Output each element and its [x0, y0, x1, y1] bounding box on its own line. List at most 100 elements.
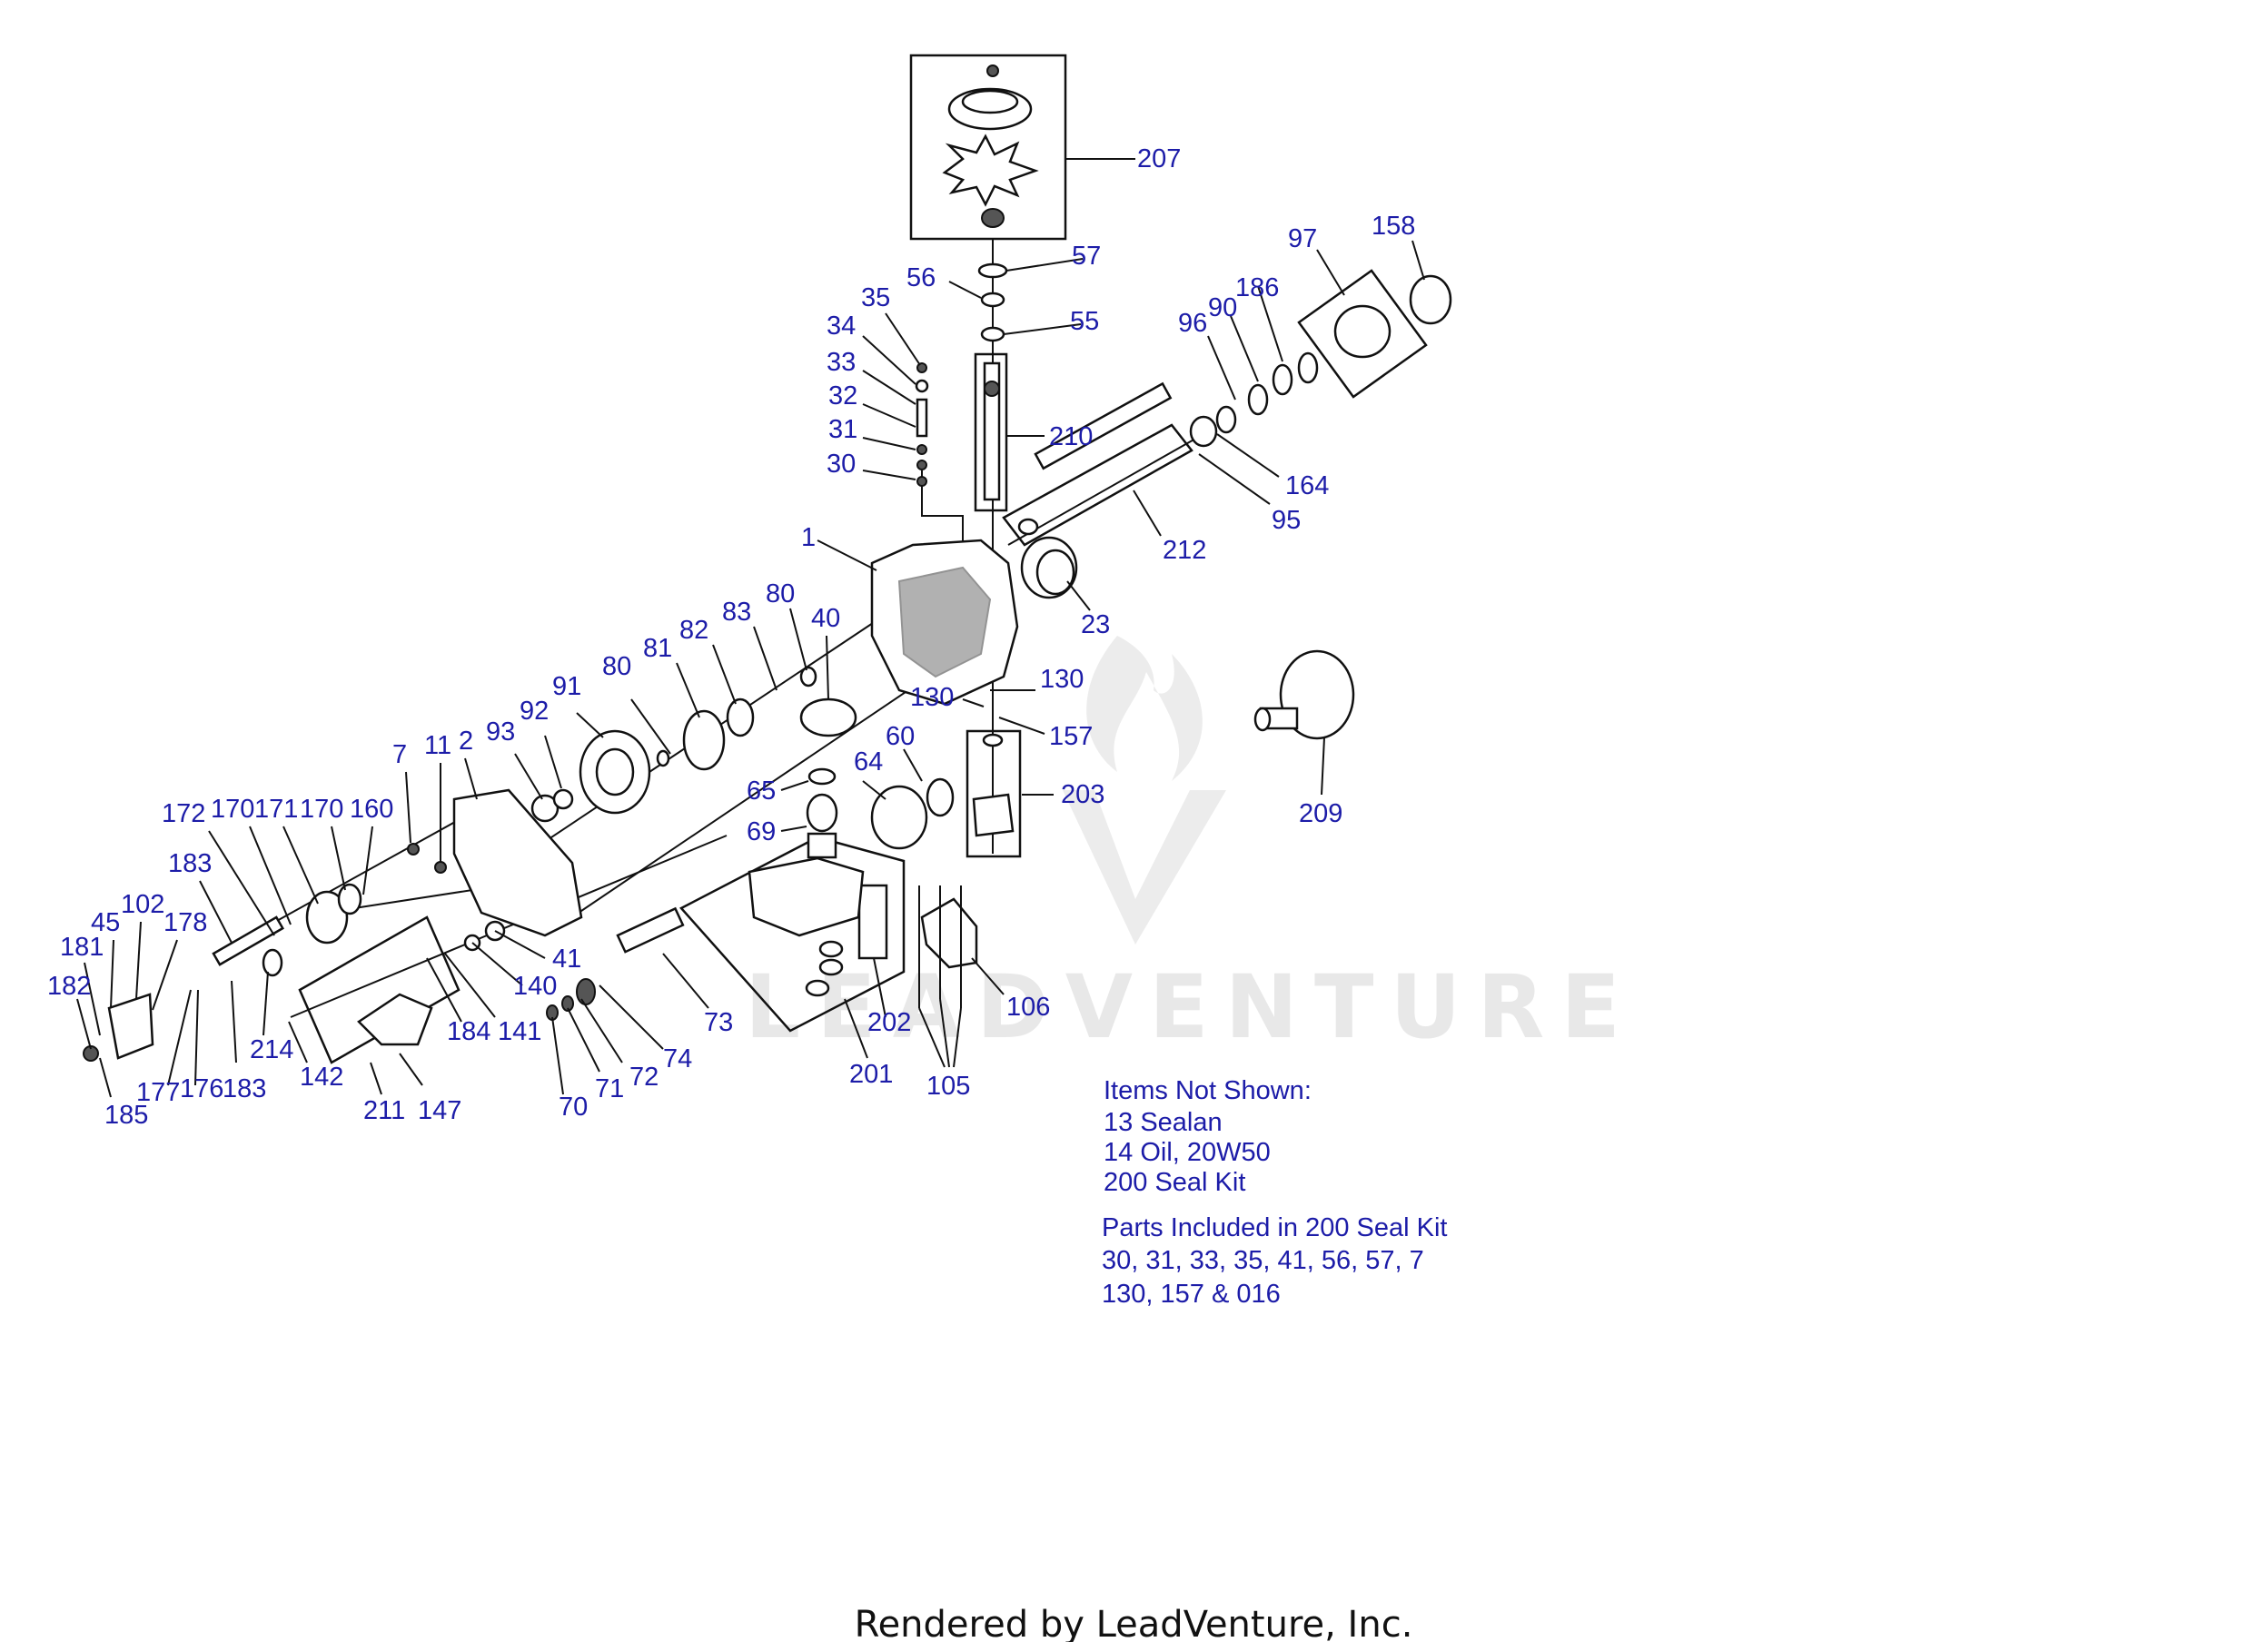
callout-181[interactable]: 181: [60, 933, 104, 962]
callout-102[interactable]: 102: [121, 890, 164, 919]
parts-included-heading: Parts Included in 200 Seal Kit: [1102, 1213, 1447, 1242]
callout-170a[interactable]: 170: [211, 795, 254, 824]
callout-74[interactable]: 74: [663, 1044, 692, 1073]
callout-45[interactable]: 45: [91, 908, 120, 937]
callout-73[interactable]: 73: [704, 1008, 733, 1037]
callout-211[interactable]: 211: [363, 1096, 405, 1125]
callout-96[interactable]: 96: [1178, 309, 1207, 338]
callout-1[interactable]: 1: [801, 523, 816, 552]
callout-11[interactable]: 11: [424, 731, 451, 760]
callout-55[interactable]: 55: [1070, 307, 1099, 336]
callout-142[interactable]: 142: [300, 1063, 343, 1092]
callout-71[interactable]: 71: [595, 1074, 624, 1103]
notes-block: Items Not Shown: 13 Sealan 14 Oil, 20W50…: [1102, 1076, 1447, 1309]
callout-32[interactable]: 32: [828, 381, 857, 410]
callout-203[interactable]: 203: [1061, 780, 1104, 809]
callout-80a[interactable]: 80: [766, 579, 795, 608]
callout-140[interactable]: 140: [513, 972, 557, 1001]
callout-65[interactable]: 65: [747, 776, 776, 806]
callout-183a[interactable]: 183: [168, 849, 212, 878]
callout-2[interactable]: 2: [459, 727, 473, 756]
callout-214[interactable]: 214: [250, 1035, 293, 1064]
callout-97[interactable]: 97: [1288, 224, 1317, 253]
callout-141[interactable]: 141: [498, 1017, 541, 1046]
callout-23[interactable]: 23: [1081, 610, 1110, 639]
callout-56[interactable]: 56: [906, 263, 936, 292]
callout-185[interactable]: 185: [104, 1101, 148, 1130]
callout-177[interactable]: 177: [136, 1078, 180, 1107]
callout-105[interactable]: 105: [926, 1072, 970, 1101]
item-not-shown: 200 Seal Kit: [1104, 1168, 1245, 1197]
box-202: [857, 884, 888, 960]
callout-60[interactable]: 60: [886, 722, 915, 751]
callout-91[interactable]: 91: [552, 672, 581, 701]
callout-83[interactable]: 83: [722, 598, 751, 627]
leader-lines: [76, 158, 1425, 1098]
callout-90[interactable]: 90: [1208, 293, 1237, 322]
callout-64[interactable]: 64: [854, 747, 883, 776]
group-boxes: [298, 54, 1428, 1064]
box-207: [909, 54, 1067, 241]
callout-202[interactable]: 202: [867, 1008, 911, 1037]
leadventure-watermark: LEADVENTURE: [745, 636, 1637, 1058]
rendered-by-footer: Rendered by LeadVenture, Inc.: [855, 1604, 1413, 1642]
callout-labels[interactable]: 207 57 56 55 35 34 33 32 31 30 210 1 212…: [47, 144, 1415, 1130]
callout-41[interactable]: 41: [552, 945, 581, 974]
callout-106[interactable]: 106: [1006, 993, 1050, 1022]
callout-170b[interactable]: 170: [300, 795, 343, 824]
box-210: [974, 352, 1008, 512]
box-97: [1297, 269, 1428, 399]
callout-178[interactable]: 178: [163, 908, 207, 937]
callout-92[interactable]: 92: [520, 697, 549, 726]
callout-201[interactable]: 201: [849, 1060, 893, 1089]
callout-80b[interactable]: 80: [602, 652, 631, 681]
callout-70[interactable]: 70: [559, 1093, 588, 1122]
callout-184[interactable]: 184: [447, 1017, 490, 1046]
callout-40[interactable]: 40: [811, 604, 840, 633]
box-201: [678, 836, 906, 1033]
box-212: [1002, 423, 1193, 547]
callout-209[interactable]: 209: [1299, 799, 1342, 828]
box-211: [298, 915, 461, 1064]
parts-included-line: 30, 31, 33, 35, 41, 56, 57, 7: [1102, 1246, 1424, 1275]
callout-147[interactable]: 147: [418, 1096, 461, 1125]
callout-31[interactable]: 31: [828, 415, 857, 444]
callout-157[interactable]: 157: [1049, 722, 1093, 751]
item-not-shown: 14 Oil, 20W50: [1104, 1138, 1271, 1167]
leadventure-flame-logo: [1063, 636, 1226, 945]
callout-183b[interactable]: 183: [223, 1074, 266, 1103]
callout-164[interactable]: 164: [1285, 471, 1329, 500]
callout-33[interactable]: 33: [827, 348, 856, 377]
callout-34[interactable]: 34: [827, 312, 856, 341]
watermark-text: LEADVENTURE: [745, 956, 1637, 1058]
callout-172[interactable]: 172: [162, 799, 205, 828]
callout-72[interactable]: 72: [629, 1063, 659, 1092]
drawing-lines: [217, 238, 1204, 1018]
callout-81[interactable]: 81: [643, 634, 672, 663]
parts: [83, 64, 1452, 1062]
callout-186[interactable]: 186: [1235, 273, 1279, 302]
item-not-shown: 13 Sealan: [1104, 1108, 1223, 1137]
callout-69[interactable]: 69: [747, 817, 776, 846]
callout-158[interactable]: 158: [1372, 212, 1415, 241]
callout-30[interactable]: 30: [827, 450, 856, 479]
items-not-shown-heading: Items Not Shown:: [1104, 1076, 1312, 1105]
callout-35[interactable]: 35: [861, 283, 890, 312]
callout-130b[interactable]: 130: [910, 683, 954, 712]
callout-7[interactable]: 7: [392, 740, 407, 769]
callout-160[interactable]: 160: [350, 795, 393, 824]
callout-57[interactable]: 57: [1072, 242, 1101, 271]
callout-95[interactable]: 95: [1272, 506, 1301, 535]
callout-207[interactable]: 207: [1137, 144, 1181, 173]
callout-210[interactable]: 210: [1049, 422, 1093, 451]
callout-176[interactable]: 176: [180, 1074, 223, 1103]
callout-93[interactable]: 93: [486, 717, 515, 747]
parts-included-line: 130, 157 & 016: [1102, 1280, 1281, 1309]
callout-130a[interactable]: 130: [1040, 665, 1084, 694]
box-203: [966, 729, 1022, 858]
callout-171[interactable]: 171: [254, 795, 298, 824]
callout-182[interactable]: 182: [47, 972, 91, 1001]
callout-82[interactable]: 82: [679, 616, 708, 645]
callout-212[interactable]: 212: [1163, 536, 1206, 565]
